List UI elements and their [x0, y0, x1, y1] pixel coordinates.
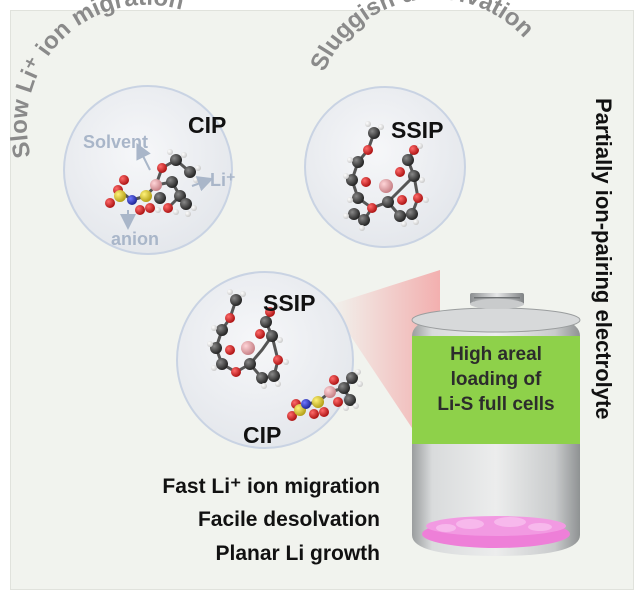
battery-label-line-3: Li-S full cells	[437, 394, 555, 415]
cip-molecule	[105, 149, 201, 217]
battery-label-band	[412, 336, 580, 444]
battery-label: High areal loading of Li-S full cells	[412, 342, 580, 417]
ssip-circle	[304, 86, 466, 248]
battery-cell	[411, 293, 581, 556]
cip-label-top: CIP	[188, 112, 227, 138]
sluggish-desolvation-arc-text: Sluggish desolvation	[305, 0, 539, 75]
li-label: Li⁺	[210, 170, 236, 190]
solvent-arrow	[136, 142, 151, 171]
side-title-text: Partially ion-pairing electrolyte	[591, 98, 616, 420]
battery-label-line-2: loading of	[450, 369, 542, 390]
solvent-label: Solvent	[83, 132, 148, 152]
li-arrow	[191, 176, 214, 192]
battery-label-line-1: High areal	[450, 344, 542, 365]
ssip-molecule-middle	[207, 289, 289, 389]
cip-molecule-middle	[287, 369, 363, 421]
benefit-fast-migration: Fast Li⁺ ion migration	[162, 475, 380, 498]
ssip-label-top: SSIP	[391, 117, 444, 143]
benefit-planar-growth: Planar Li growth	[215, 542, 380, 565]
anion-label: anion	[111, 229, 159, 249]
cip-label-middle: CIP	[243, 422, 282, 448]
benefit-facile-desolvation: Facile desolvation	[197, 508, 380, 531]
ssip-molecule-top	[343, 121, 429, 231]
side-title: Partially ion-pairing electrolyte	[588, 98, 618, 518]
ssip-label-middle: SSIP	[263, 290, 316, 316]
